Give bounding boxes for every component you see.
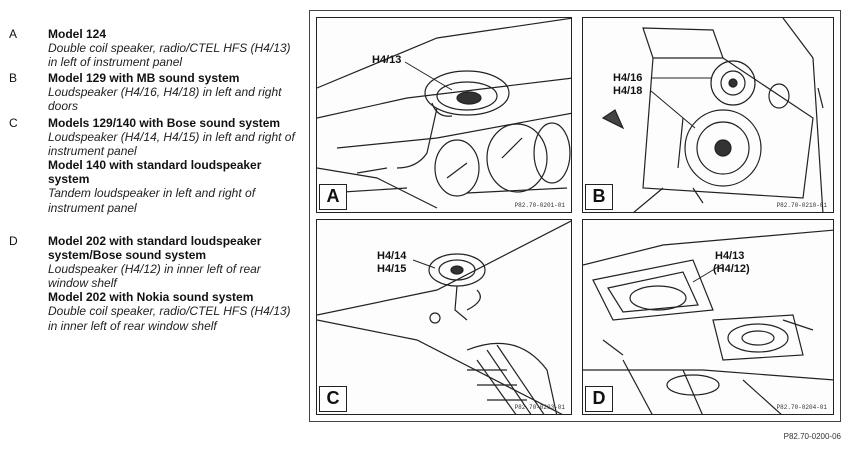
legend-description: Loudspeaker (H4/16, H4/18) in left and r… (48, 85, 282, 114)
legend-description: Double coil speaker, radio/CTEL HFS (H4/… (48, 304, 291, 333)
callout-h4-14: H4/14 (377, 250, 407, 262)
panel-b-illustration (601, 18, 824, 212)
panel-a: H4/13 A P82.70-0201-01 (316, 17, 572, 213)
panel-d-illustration (583, 229, 833, 414)
panel-d: H4/13 (H4/12) D P82.70-0204-01 (582, 219, 834, 415)
legend-heading: Models 129/140 with Bose sound system (48, 116, 281, 130)
sheet-reference: P82.70-0200-06 (783, 432, 841, 441)
panel-c: H4/14 H4/15 C P82.70-0203-01 (316, 219, 572, 415)
callout-h4-18: H4/18 (613, 85, 643, 97)
legend-description: Loudspeaker (H4/14, H4/15) in left and r… (48, 130, 295, 159)
legend-letter: C (9, 116, 18, 130)
figure-ref: P82.70-0210-01 (776, 202, 827, 209)
panel-letter: C (319, 386, 347, 412)
legend-heading: Model 202 with standard loudspeaker syst… (48, 234, 262, 262)
legend-description: Tandem loudspeaker in left and right of … (48, 186, 256, 215)
callout-h4-13: H4/13 (715, 250, 745, 262)
legend-letter: A (9, 27, 18, 41)
figure-ref: P82.70-0204-01 (776, 404, 827, 411)
figure-ref: P82.70-0201-01 (514, 202, 565, 209)
legend-description: Double coil speaker, radio/CTEL HFS (H4/… (48, 41, 291, 70)
panel-letter: B (585, 184, 613, 210)
panel-letter: A (319, 184, 347, 210)
callout-h4-16: H4/16 (613, 72, 643, 84)
legend-heading: Model 202 with Nokia sound system (48, 290, 254, 305)
callout-h4-15: H4/15 (377, 263, 407, 275)
panel-c-illustration (317, 220, 571, 414)
legend-heading: Model 124 (48, 27, 107, 41)
legend-letter: B (9, 71, 18, 85)
legend-heading: Model 140 with standard loudspeaker syst… (48, 158, 262, 187)
figure-frame: H4/13 A P82.70-0201-01 (309, 10, 841, 422)
panel-a-illustration (317, 18, 571, 209)
callout-h4-13: H4/13 (372, 54, 402, 66)
legend-letter: D (9, 234, 18, 248)
callout-h4-12: (H4/12) (713, 263, 750, 275)
legend-heading: Model 129 with MB sound system (48, 71, 240, 85)
panel-b: H4/16 H4/18 B P82.70-0210-01 (582, 17, 834, 213)
figure-ref: P82.70-0203-01 (514, 404, 565, 411)
panel-letter: D (585, 386, 613, 412)
legend-description: Loudspeaker (H4/12) in inner left of rea… (48, 262, 261, 291)
